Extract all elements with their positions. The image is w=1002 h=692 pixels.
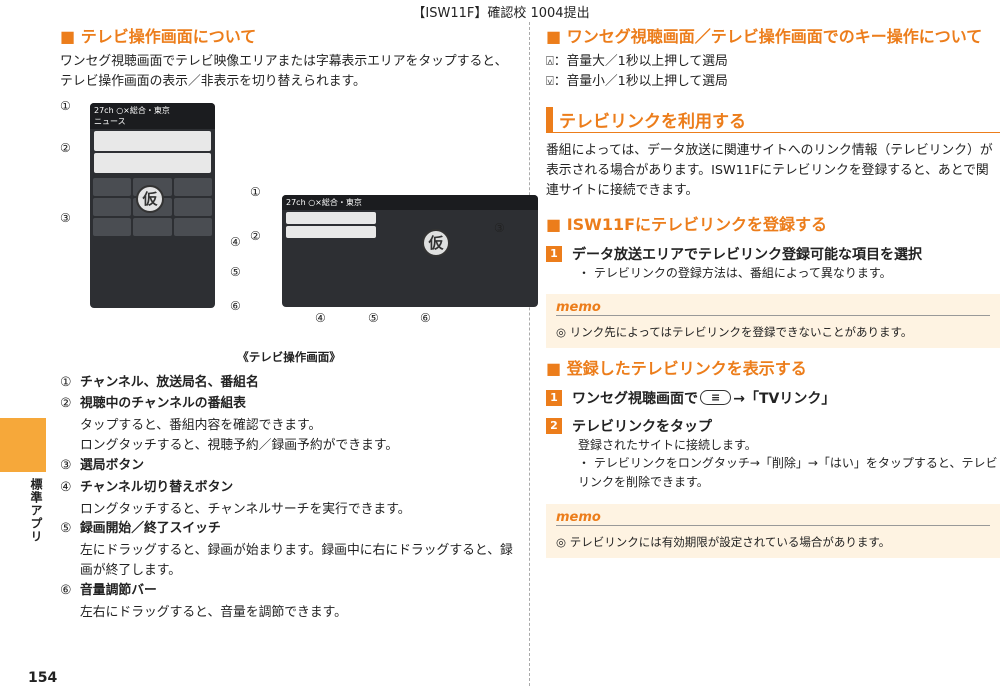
tv-screen-figure: 27ch ○×総合・東京ニュース 仮 27ch ○×総合・東京 仮 ① ② ③ … xyxy=(60,98,538,347)
item-number: ② xyxy=(60,396,72,412)
callout-4: ④ xyxy=(230,234,241,249)
item-number: ③ xyxy=(60,457,72,473)
right-column: ■ ワンセグ視聴画面／テレビ操作画面でのキー操作について ⍓：音量大／1秒以上押… xyxy=(546,26,1000,568)
key-up-row: ⍓：音量大／1秒以上押して選局 xyxy=(546,52,1000,72)
show-step-desc: 登録されたサイトに接続します。 xyxy=(578,437,757,452)
key-down-text: ：音量小／1秒以上押して選局 xyxy=(553,74,728,90)
page-number: 154 xyxy=(28,670,58,686)
key-down-row: ⍌：音量小／1秒以上押して選局 xyxy=(546,72,1000,92)
callout-1: ① xyxy=(60,98,71,113)
intro-text: ワンセグ視聴画面でテレビ映像エリアまたは字幕表示エリアをタップすると、テレビ操作… xyxy=(60,53,508,90)
section-tab xyxy=(0,418,46,472)
program-guide xyxy=(94,152,211,173)
register-title: ■ ISW11Fにテレビリンクを登録する xyxy=(546,214,828,234)
menu-key-icon: ≡ xyxy=(700,390,732,406)
item-number: ⑤ xyxy=(60,521,72,537)
tuning-keypad xyxy=(90,175,215,239)
station-label: ○×総合・東京 xyxy=(308,197,362,207)
program-guide xyxy=(94,130,211,151)
item-number: ④ xyxy=(60,479,72,495)
item-title: チャンネル切り替えボタン xyxy=(80,479,234,495)
program-guide xyxy=(286,225,376,238)
item-desc: 左にドラッグすると、録画が始まります。録画中に右にドラッグすると、録画が終了しま… xyxy=(80,543,513,578)
list-item: ⑤ 録画開始／終了スイッチ xyxy=(60,519,518,539)
item-number: ① xyxy=(60,374,72,390)
page-header: 【ISW11F】確認校 1004提出 xyxy=(412,6,590,21)
step-text: ワンセグ視聴画面で xyxy=(572,390,698,407)
station-label: ○×総合・東京 xyxy=(116,105,170,115)
memo-box: memo ◎ テレビリンクには有効期限が設定されている場合があります。 xyxy=(546,503,1000,558)
list-item: ⑥ 音量調節バー xyxy=(60,581,518,601)
step-number: 1 xyxy=(546,245,562,262)
register-note: ・ テレビリンクの登録方法は、番組によって異なります。 xyxy=(578,265,892,280)
item-title: 録画開始／終了スイッチ xyxy=(80,521,221,537)
callout-2: ② xyxy=(60,140,71,155)
item-list: ① チャンネル、放送局名、番組名 ② 視聴中のチャンネルの番組表 タップすると、番組… xyxy=(60,373,518,623)
item-desc: 左右にドラッグすると、音量を調節できます。 xyxy=(80,604,347,620)
volume-down-key-icon: ⍌ xyxy=(546,74,554,90)
show-step-1: 1 ワンセグ視聴画面で≡→「TVリンク」 xyxy=(546,388,1000,408)
program-label: ニュース xyxy=(94,116,126,126)
link-intro: 番組によっては、データ放送に関連サイトへのリンク情報（テレビリンク）が表示される… xyxy=(546,142,993,199)
key-up-text: ：音量大／1秒以上押して選局 xyxy=(553,53,728,69)
callout-2b: ② xyxy=(250,228,261,243)
kari-stamp: 仮 xyxy=(422,228,450,257)
item-number: ⑥ xyxy=(60,582,72,598)
show-step-2: 2 テレビリンクをタップ xyxy=(546,416,1000,436)
link-section-title: テレビリンクを利用する xyxy=(546,106,1000,133)
memo-label: memo xyxy=(556,300,990,317)
callout-4b: ④ xyxy=(315,310,326,325)
memo-text: ◎ テレビリンクには有効期限が設定されている場合があります。 xyxy=(556,534,891,549)
callout-6b: ⑥ xyxy=(420,310,431,325)
channel-label: 27ch xyxy=(286,197,306,207)
landscape-screen: 27ch ○×総合・東京 仮 xyxy=(282,194,538,307)
item-title: 音量調節バー xyxy=(80,582,157,598)
step-number: 1 xyxy=(546,389,562,406)
list-item: ② 視聴中のチャンネルの番組表 xyxy=(60,394,518,414)
callout-3: ③ xyxy=(60,210,71,225)
section-title: ■ テレビ操作画面について xyxy=(60,27,257,46)
item-desc: タップすると、番組内容を確認できます。 xyxy=(80,418,322,434)
show-title: ■ 登録したテレビリンクを表示する xyxy=(546,359,807,379)
callout-5b: ⑤ xyxy=(368,310,379,325)
side-label: 標準アプリ xyxy=(29,478,43,543)
item-desc: ロングタッチすると、チャンネルサーチを実行できます。 xyxy=(80,501,411,517)
show-step-note: ・ テレビリンクをロングタッチ→「削除」→「はい」をタップすると、テレビリンクを… xyxy=(578,456,998,489)
callout-6: ⑥ xyxy=(230,298,241,313)
step-number: 2 xyxy=(546,417,562,434)
left-column: ■ テレビ操作画面について ワンセグ視聴画面でテレビ映像エリアまたは字幕表示エリ… xyxy=(60,26,538,623)
step-text: データ放送エリアでテレビリンク登録可能な項目を選択 xyxy=(572,246,922,263)
callout-5: ⑤ xyxy=(230,264,241,279)
list-item: ① チャンネル、放送局名、番組名 xyxy=(60,373,518,393)
figure-caption: 《テレビ操作画面》 xyxy=(237,349,341,364)
list-item: ④ チャンネル切り替えボタン xyxy=(60,478,518,498)
list-item: ③ 選局ボタン xyxy=(60,456,518,476)
program-guide xyxy=(286,211,376,224)
register-step-1: 1 データ放送エリアでテレビリンク登録可能な項目を選択 xyxy=(546,244,1000,264)
channel-label: 27ch xyxy=(94,105,114,115)
memo-label: memo xyxy=(556,510,990,526)
item-title: 選局ボタン xyxy=(80,457,144,473)
step-text: →「TVリンク」 xyxy=(733,390,836,407)
key-section-title: ■ ワンセグ視聴画面／テレビ操作画面でのキー操作について xyxy=(546,27,983,46)
column-divider xyxy=(529,22,530,686)
portrait-screen: 27ch ○×総合・東京ニュース 仮 xyxy=(90,102,215,308)
item-desc: ロングタッチすると、視聴予約／録画予約ができます。 xyxy=(80,438,399,454)
kari-stamp: 仮 xyxy=(136,184,164,213)
volume-up-key-icon: ⍓ xyxy=(546,53,554,69)
step-text: テレビリンクをタップ xyxy=(572,418,712,435)
callout-1b: ① xyxy=(250,184,261,199)
callout-3b: ③ xyxy=(494,220,505,235)
memo-box: memo ◎ リンク先によってはテレビリンクを登録できないことがあります。 xyxy=(546,294,1000,349)
item-title: 視聴中のチャンネルの番組表 xyxy=(80,396,246,412)
item-title: チャンネル、放送局名、番組名 xyxy=(80,374,259,390)
memo-text: ◎ リンク先によってはテレビリンクを登録できないことがあります。 xyxy=(556,325,913,340)
